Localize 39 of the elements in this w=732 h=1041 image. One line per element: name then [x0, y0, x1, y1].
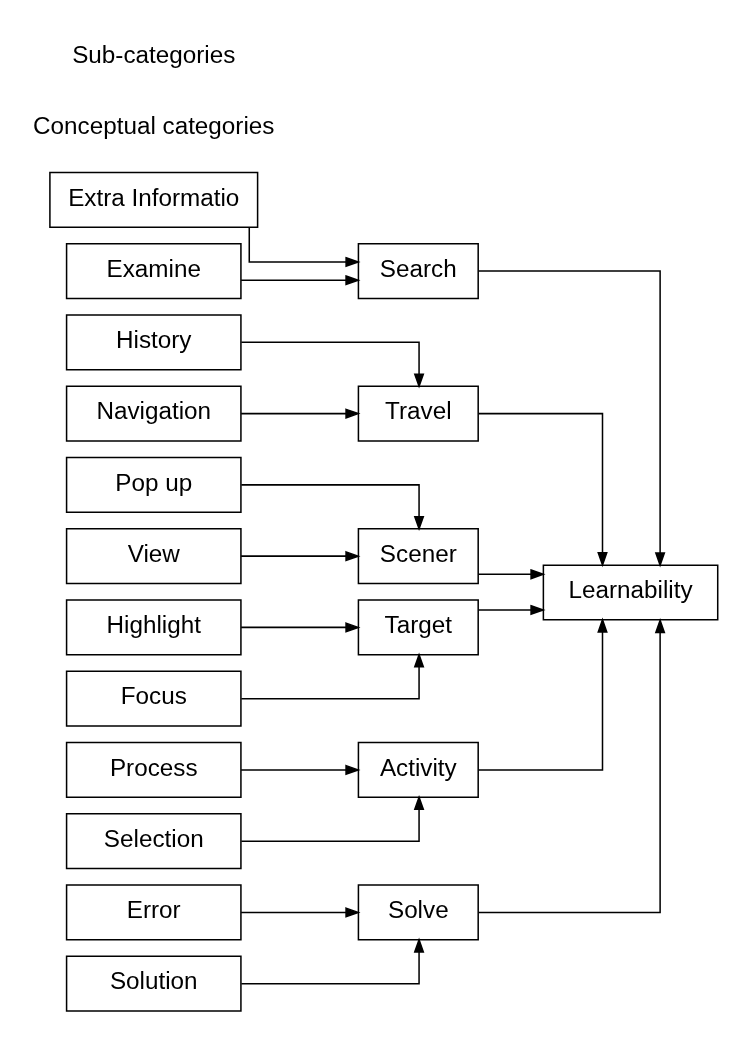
arrow: [240, 484, 425, 532]
node-box: Target: [357, 599, 479, 656]
arrow: [477, 618, 666, 914]
arrow: [240, 907, 361, 918]
node-box: View: [65, 528, 242, 585]
label: Conceptual categories: [33, 112, 275, 140]
node-box: Process: [65, 741, 242, 798]
node-box: Solve: [357, 884, 479, 941]
arrow: [477, 412, 608, 568]
node-box: Search: [357, 243, 479, 300]
node-box: Solution: [65, 955, 242, 1012]
arrow: [240, 764, 361, 776]
label: Sub-categories: [72, 41, 236, 69]
node-box: Activity: [357, 741, 479, 798]
arrow: [240, 937, 425, 985]
node-box: Extra Informatio: [49, 171, 259, 228]
node-box: Examine: [65, 243, 242, 300]
arrow: [240, 408, 361, 419]
arrow: [477, 569, 546, 580]
node-box: Learnability: [542, 564, 719, 621]
node-box: Navigation: [65, 385, 242, 442]
node-box: Scener: [357, 528, 479, 585]
node-box: Selection: [65, 813, 242, 870]
node-box: Error: [65, 884, 242, 941]
arrow: [477, 604, 546, 616]
arrow: [248, 226, 361, 268]
arrow: [240, 652, 425, 700]
node-box: Highlight: [65, 599, 242, 656]
arrow: [240, 550, 361, 562]
node-box: Focus: [65, 670, 242, 727]
node-box: History: [65, 314, 242, 371]
arrow: [240, 794, 425, 842]
node-box: Pop up: [65, 456, 242, 513]
arrow: [240, 622, 361, 633]
arrow: [240, 274, 361, 286]
arrow: [477, 617, 608, 771]
node-box: Travel: [357, 385, 479, 442]
arrow: [477, 270, 666, 568]
arrow: [240, 341, 425, 389]
